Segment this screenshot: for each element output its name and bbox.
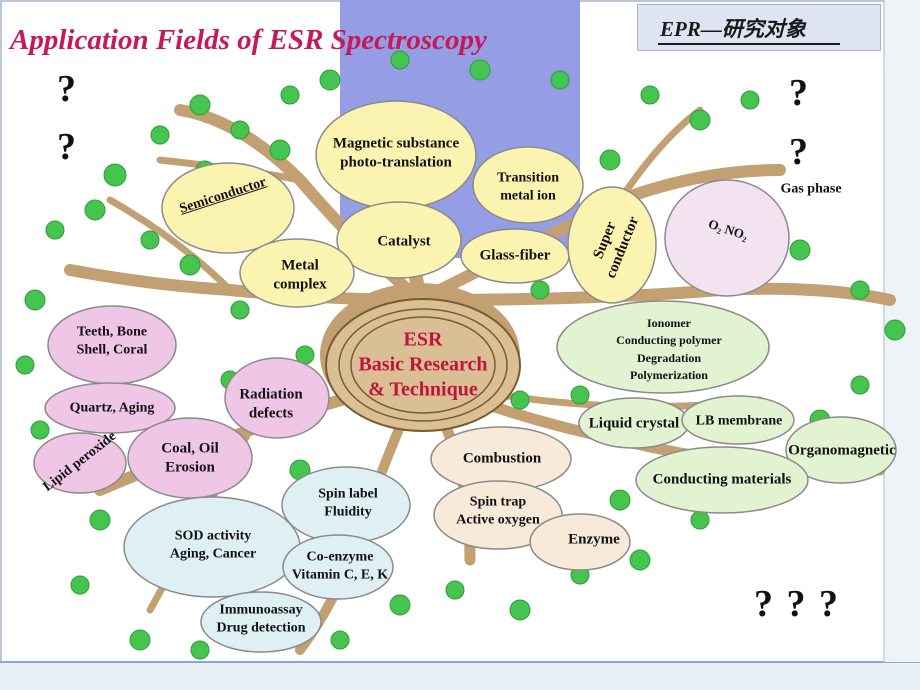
node-magnetic-substance: Magnetic substance photo-translation [332, 135, 460, 170]
question-mark-4: ? [789, 131, 808, 173]
node-enzyme: Enzyme [568, 531, 620, 548]
node-catalyst: Catalyst [377, 233, 431, 250]
node-organomagnetic: Organomagnetic [788, 442, 896, 459]
question-mark-2: ? [57, 126, 76, 168]
corner-underline [658, 43, 840, 45]
question-mark-triple: ? ? ? [754, 583, 840, 625]
node-radiation: Radiation defects [239, 386, 303, 421]
corner-label: EPR—研究对象 [660, 17, 806, 41]
core-label: ESR Basic Research & Technique [358, 328, 488, 401]
page-title: Application Fields of ESR Spectroscopy [10, 24, 487, 56]
node-glass-fiber: Glass-fiber [479, 247, 551, 264]
core-node [325, 298, 521, 432]
node-lb-membrane: LB membrane [695, 413, 783, 429]
node-spin-label: Spin label Fluidity [318, 486, 378, 520]
question-mark-3: ? [789, 72, 808, 114]
node-quartz: Quartz, Aging [69, 400, 155, 416]
node-conducting-materials: Conducting materials [652, 471, 792, 488]
corner-label-box: EPR—研究对象 [637, 4, 881, 51]
node-transition-metal: Transition metal ion [497, 170, 559, 204]
node-metal-complex: Metal complex [273, 257, 327, 292]
node-gas-phase: Gas phase [780, 181, 842, 197]
node-shapes [33, 100, 897, 653]
footer-band [0, 662, 920, 690]
node-coal-oil: Coal, Oil Erosion [161, 440, 219, 475]
node-spin-trap: Spin trap Active oxygen [456, 494, 540, 528]
node-polymers: Ionomer Conducting polymer Degradation P… [616, 316, 722, 383]
question-mark-1: ? [57, 68, 76, 110]
node-immunoassay: Immunoassay Drug detection [216, 602, 306, 636]
node-combustion: Combustion [462, 450, 542, 467]
node-liquid-crystal: Liquid crystal [588, 415, 680, 432]
node-teeth-bone: Teeth, Bone Shell, Coral [76, 324, 148, 358]
node-coenzyme: Co-enzyme Vitamin C, E, K [291, 549, 389, 583]
node-sod: SOD activity Aging, Cancer [169, 528, 257, 562]
